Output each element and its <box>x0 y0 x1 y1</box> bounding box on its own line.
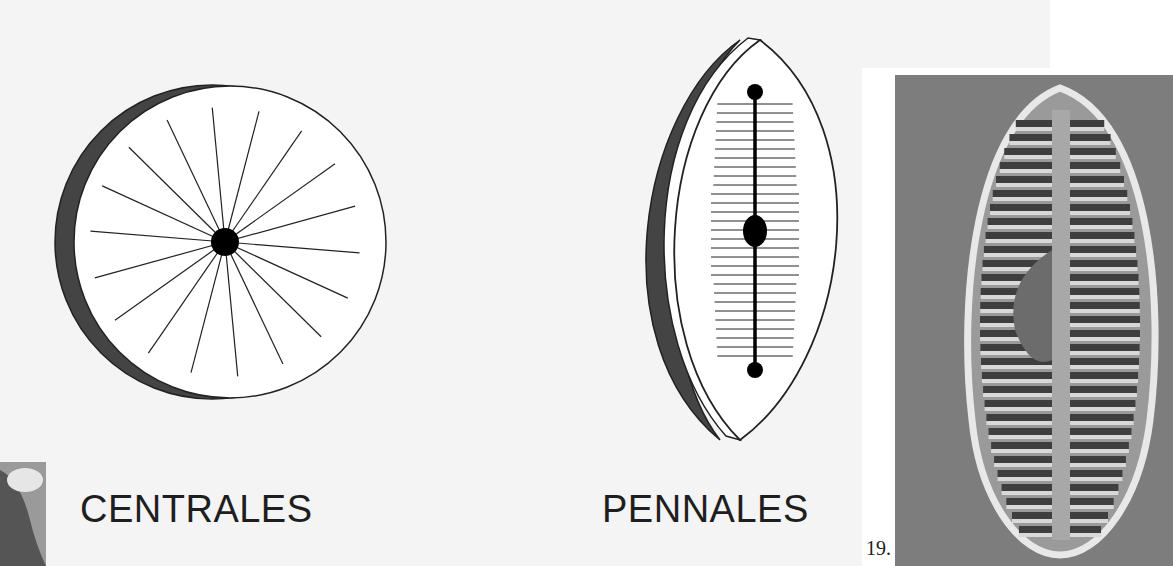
diatom-micrograph <box>895 75 1173 566</box>
photo-fragment-light <box>7 468 43 492</box>
figure-number: 19. <box>866 537 891 560</box>
group-label: PENNALES <box>602 488 809 531</box>
pennate-diatom <box>646 38 837 440</box>
photo-frame <box>862 68 1173 566</box>
centric-diatom <box>55 85 386 399</box>
photo-fragment <box>0 462 46 566</box>
group-label: CENTRALES <box>80 488 313 531</box>
